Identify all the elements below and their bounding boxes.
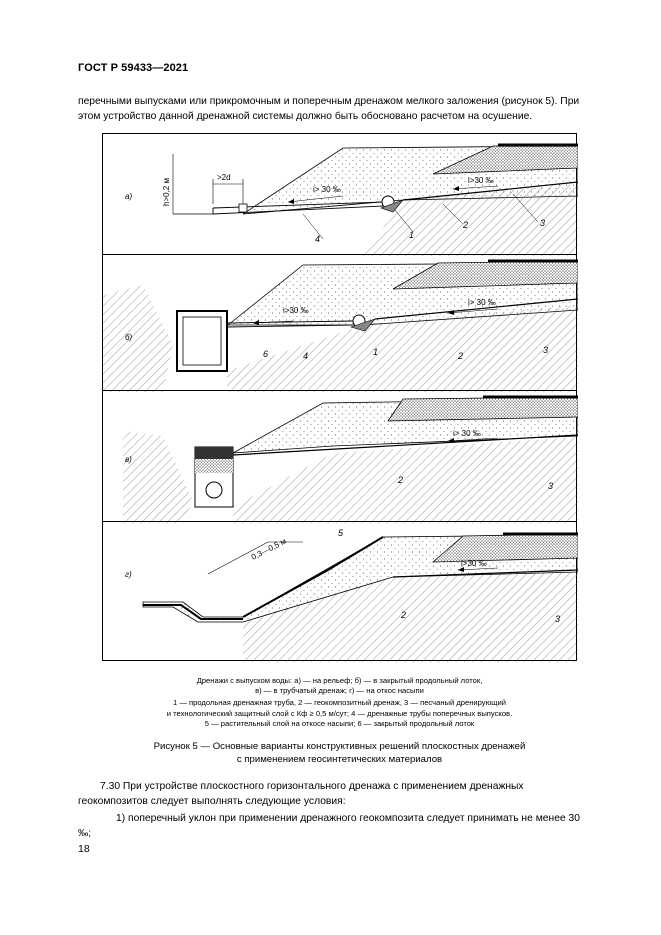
callout-3: 3 xyxy=(540,218,545,228)
callout-3: 3 xyxy=(548,481,553,491)
panel-c-label: в) xyxy=(125,455,132,464)
callout-1: 1 xyxy=(409,230,414,240)
panel-d-label: г) xyxy=(125,570,132,579)
callout-1: 1 xyxy=(373,347,378,357)
caption-line-1: Дренажи с выпуском воды: а) — на рельеф;… xyxy=(196,676,483,685)
callout-2: 2 xyxy=(457,351,463,361)
caption-line-4: и технологический защитный слой с Кф ≥ 0… xyxy=(166,709,513,718)
slope-b-2: i> 30 ‰ xyxy=(468,298,496,307)
caption-line-5: 5 — растительный слой на откосе насыпи; … xyxy=(204,719,475,728)
slope-a-2: i>30 ‰ xyxy=(468,176,494,185)
caption-line-2: в) — в трубчатый дренаж; г) — на откос н… xyxy=(255,686,424,695)
dim-d: >2d xyxy=(217,173,231,182)
slope-c: i> 30 ‰ xyxy=(453,429,481,438)
page-number: 18 xyxy=(78,843,90,855)
list-item: 1) поперечный уклон при применении дрена… xyxy=(78,813,580,839)
callout-3: 3 xyxy=(555,614,560,624)
callout-2: 2 xyxy=(462,220,468,230)
intro-paragraph: перечными выпусками или прикромочным и п… xyxy=(78,96,580,122)
callout-5: 5 xyxy=(338,528,344,538)
panel-b-label: б) xyxy=(125,333,133,342)
figure-5: h>0,2 м >2d i> 30 ‰ i>30 ‰ 1 2 3 4 а) xyxy=(102,133,578,662)
panel-d: 0,3—0,5 м i>30 ‰ 2 3 5 г) xyxy=(102,521,578,662)
panel-b: i>30 ‰ i> 30 ‰ 1 2 3 4 6 б) xyxy=(102,254,578,392)
slope-b-1: i>30 ‰ xyxy=(283,306,309,315)
panel-a: h>0,2 м >2d i> 30 ‰ i>30 ‰ 1 2 3 4 а) xyxy=(102,133,578,256)
figure-title-line-2: с применением геосинтетических материало… xyxy=(236,754,443,765)
caption-line-3: 1 — продольная дренажная труба, 2 — геок… xyxy=(173,698,506,707)
figure-title-line-1: Рисунок 5 — Основные варианты конструкти… xyxy=(153,741,526,752)
callout-3: 3 xyxy=(543,345,548,355)
slope-a-1: i> 30 ‰ xyxy=(313,185,341,194)
figure-title: Рисунок 5 — Основные варианты конструкти… xyxy=(102,740,577,766)
callout-4: 4 xyxy=(315,234,320,244)
callout-2: 2 xyxy=(397,475,403,485)
section-paragraph: 7.30 При устройстве плоскостного горизон… xyxy=(78,781,524,807)
panel-a-label: а) xyxy=(125,192,133,201)
standard-header: ГОСТ Р 59433—2021 xyxy=(78,62,189,74)
panel-c: i> 30 ‰ 2 3 в) xyxy=(102,390,578,523)
callout-2: 2 xyxy=(400,610,406,620)
callout-4: 4 xyxy=(303,351,308,361)
dim-h: h>0,2 м xyxy=(162,178,171,206)
dim-text: 0,3—0,5 м xyxy=(250,537,288,562)
slope-d: i>30 ‰ xyxy=(461,559,487,568)
callout-6: 6 xyxy=(263,349,268,359)
